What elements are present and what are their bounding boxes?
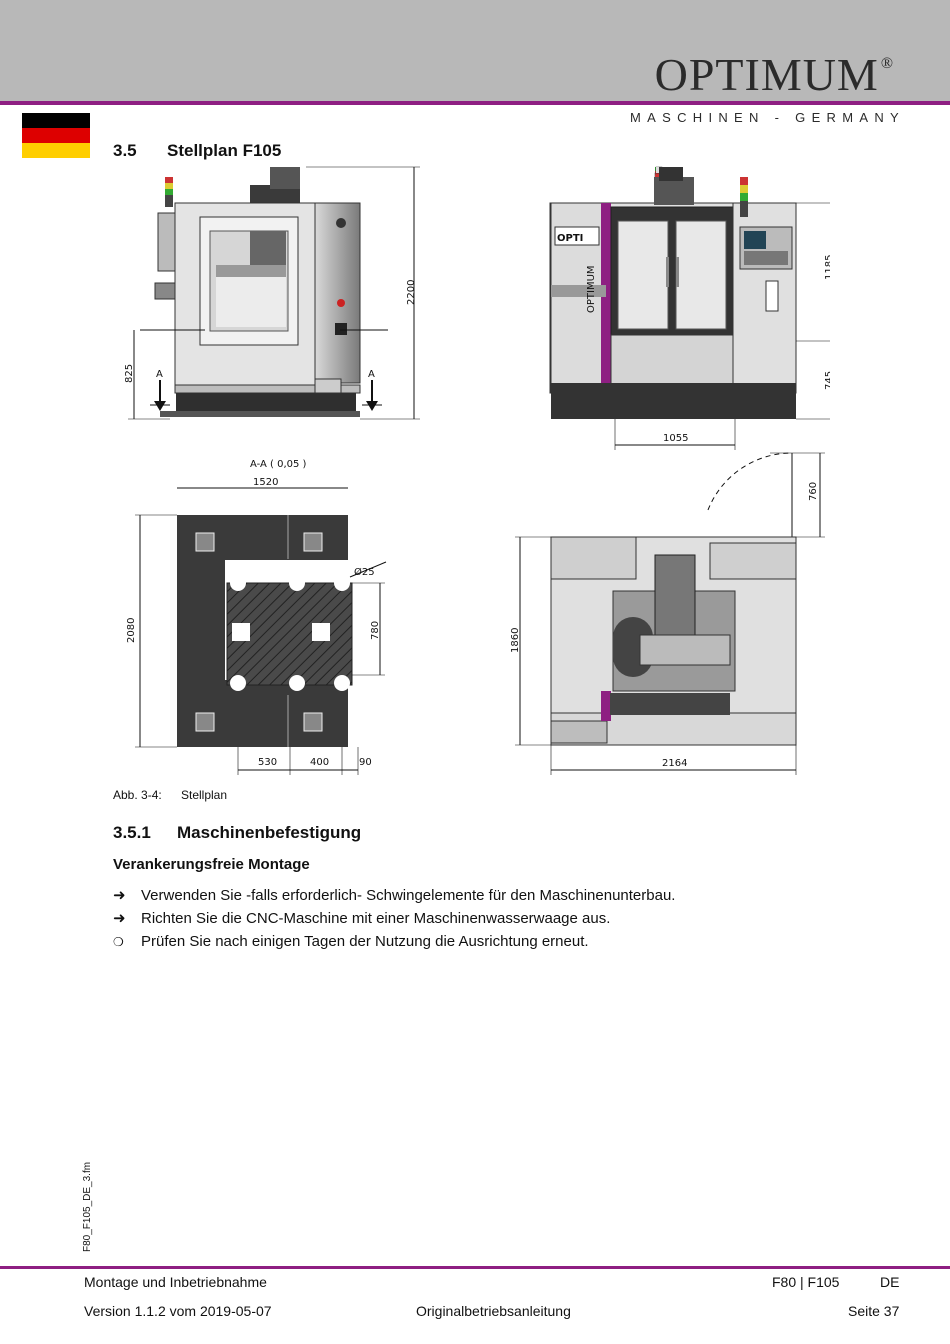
footer-model: F80 | F105 bbox=[772, 1274, 840, 1290]
dim-plan-bottom-3: 90 bbox=[359, 757, 372, 768]
instruction-list: ➜ Verwenden Sie -falls erforderlich- Sch… bbox=[113, 886, 873, 955]
dim-right-upper: 1185 bbox=[824, 255, 830, 280]
list-item-text: Prüfen Sie nach einigen Tagen der Nutzun… bbox=[141, 933, 589, 950]
dim-top-depth: 1860 bbox=[510, 628, 521, 653]
dim-right-lower: 745 bbox=[824, 371, 830, 390]
dim-front-height: 2200 bbox=[406, 280, 417, 305]
side-view-body: OPTI OPTIMUM 1185 745 1055 bbox=[550, 167, 830, 450]
arrow-icon: ➜ bbox=[113, 910, 126, 927]
dim-hole-diameter: Ø25 bbox=[354, 566, 375, 578]
list-item-text: Richten Sie die CNC-Maschine mit einer M… bbox=[141, 910, 611, 927]
subsection-number: 3.5.1 bbox=[113, 823, 151, 842]
dim-top-width: 2164 bbox=[662, 758, 687, 769]
footer-section: Montage und Inbetriebnahme bbox=[84, 1274, 267, 1290]
dim-plan-width: 1520 bbox=[253, 477, 278, 488]
section-plan: A-A ( 0,05 ) 1520 2080 780 Ø25 bbox=[126, 459, 387, 775]
figure-label: Stellplan bbox=[181, 788, 228, 802]
list-item-text: Verwenden Sie -falls erforderlich- Schwi… bbox=[141, 887, 676, 904]
section-title: Stellplan F105 bbox=[167, 141, 282, 160]
machine-badge: OPTI bbox=[557, 233, 583, 244]
german-flag-icon bbox=[22, 113, 90, 158]
list-item: ➜ Verwenden Sie -falls erforderlich- Sch… bbox=[113, 886, 873, 909]
front-view: A A 2200 825 bbox=[124, 166, 420, 420]
brand-logo: OPTIMUM® bbox=[654, 49, 894, 100]
dim-right-width: 1055 bbox=[663, 433, 688, 444]
dim-front-lower: 825 bbox=[124, 364, 135, 383]
footer-version: Version 1.1.2 vom 2019-05-07 bbox=[84, 1303, 272, 1319]
dim-door-swing: 760 bbox=[808, 482, 819, 501]
brand-tagline: MASCHINEN - GERMANY bbox=[630, 110, 905, 125]
arrow-icon: ➜ bbox=[113, 887, 126, 904]
cut-marker-right: A bbox=[368, 369, 375, 380]
circle-icon: ❍ bbox=[113, 935, 124, 949]
top-view: 760 1860 2164 bbox=[510, 452, 825, 775]
subsection-title: Maschinenbefestigung bbox=[177, 823, 362, 842]
dim-plan-depth: 2080 bbox=[126, 618, 137, 643]
section-label: A-A ( 0,05 ) bbox=[250, 459, 307, 470]
dim-plan-bottom-2: 400 bbox=[310, 757, 329, 768]
footer-accent-line bbox=[0, 1266, 950, 1269]
header-band bbox=[0, 0, 950, 103]
machine-side-label: OPTIMUM bbox=[586, 265, 597, 313]
cut-marker-left: A bbox=[156, 369, 163, 380]
figure-number: Abb. 3-4: bbox=[113, 788, 162, 802]
list-item: ❍ Prüfen Sie nach einigen Tagen der Nutz… bbox=[113, 932, 873, 955]
header-accent-line bbox=[0, 101, 950, 105]
subheading: Verankerungsfreie Montage bbox=[113, 856, 310, 873]
dim-plan-bottom-1: 530 bbox=[258, 757, 277, 768]
layout-drawing: A A 2200 825 bbox=[124, 166, 830, 775]
footer-language: DE bbox=[880, 1274, 900, 1290]
section-number: 3.5 bbox=[113, 141, 137, 160]
dim-plan-inner: 780 bbox=[370, 621, 381, 640]
side-file-name: F80_F105_DE_3.fm bbox=[82, 1161, 93, 1252]
footer-document-type: Originalbetriebsanleitung bbox=[416, 1303, 571, 1319]
list-item: ➜ Richten Sie die CNC-Maschine mit einer… bbox=[113, 909, 873, 932]
footer-page: Seite 37 bbox=[848, 1303, 900, 1319]
